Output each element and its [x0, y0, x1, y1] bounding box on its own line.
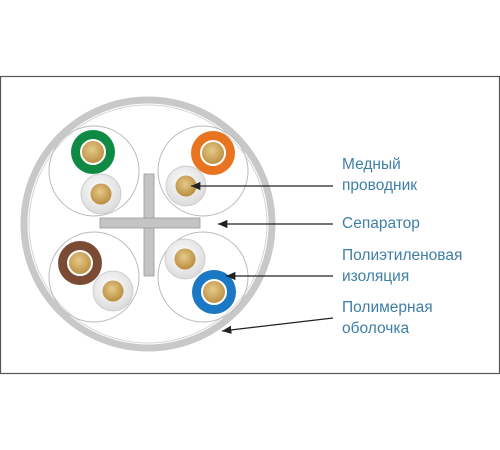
label-separator: Сепаратор: [342, 215, 420, 232]
label-polymer-jacket-line1: Полимерная: [342, 299, 433, 316]
orange-conductor: [191, 131, 235, 175]
pair-orange: [157, 125, 249, 217]
white-blue-conductor: [164, 238, 206, 280]
label-pe-insulation-line2: изоляция: [342, 268, 409, 285]
white-green-conductor: [80, 173, 122, 215]
label-polymer-jacket-line2: оболочка: [342, 320, 409, 337]
pair-green: [48, 125, 140, 217]
label-copper-conductor-line1: Медный: [342, 156, 401, 173]
label-separator-line1: Сепаратор: [342, 215, 420, 232]
label-pe-insulation: Полиэтиленовая изоляция: [342, 247, 467, 285]
label-copper-conductor-line2: проводник: [342, 177, 417, 194]
separator-cross: [99, 173, 201, 277]
label-polymer-jacket: Полимерная оболочка: [342, 299, 437, 337]
leader-polymer-jacket: [221, 317, 334, 335]
pair-brown: [48, 231, 140, 323]
brown-conductor: [58, 241, 102, 285]
pair-blue: [157, 231, 249, 323]
blue-conductor: [192, 270, 236, 314]
green-conductor: [71, 130, 115, 174]
label-pe-insulation-line1: Полиэтиленовая: [342, 247, 462, 264]
white-brown-conductor: [92, 270, 134, 312]
label-copper-conductor: Медный проводник: [342, 156, 417, 194]
